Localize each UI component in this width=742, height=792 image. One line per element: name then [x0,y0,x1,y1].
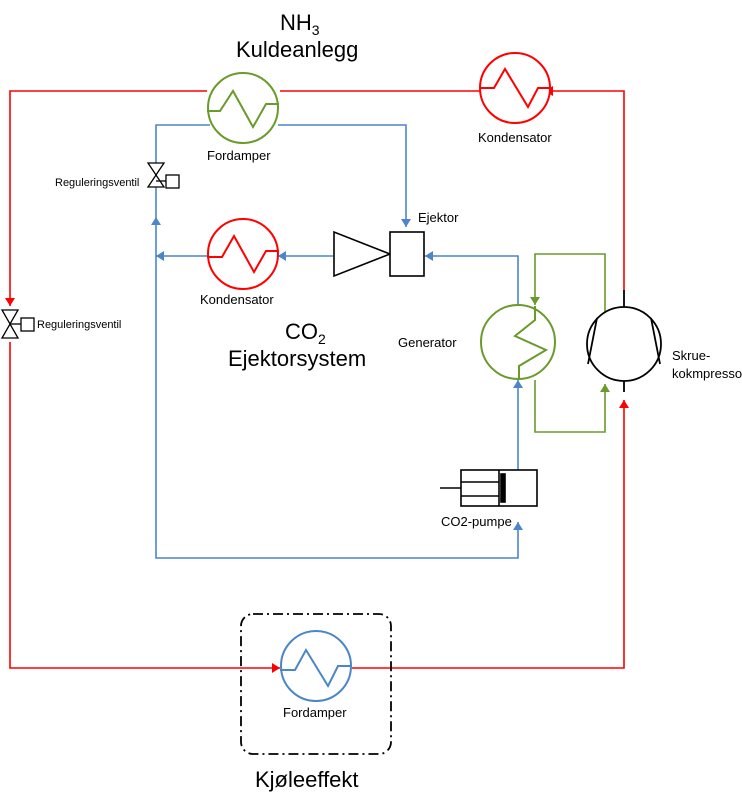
pump-piston [500,473,506,503]
compressor-label-2: kokmpressor [672,366,742,381]
zigzag [207,89,279,130]
ejektor [333,230,425,278]
zigzag [207,233,279,275]
green-line-bottom [534,380,606,433]
co2-formula: CO [285,319,318,344]
compressor-label-1: Skrue- [672,348,710,363]
reguleringsventil-co2 [146,162,180,189]
ejektor-label: Ejektor [418,210,459,225]
nh3-arrows [5,86,629,673]
co2-line-fordamper-right [278,124,407,227]
arrow-icon [600,384,610,392]
generator-label: Generator [398,335,457,350]
valve-co2-label: Reguleringsventil [55,177,139,189]
kondensator-top [479,52,551,124]
co2-pumpe [440,469,538,507]
arrow-icon [401,219,411,227]
zigzag [513,306,549,380]
screw-compressor-icon [586,306,662,382]
nh3-loop [9,90,625,669]
arrow-icon [513,522,523,530]
co2-arrows [151,217,523,530]
fordamper-top [207,72,279,144]
co2-loop [155,124,519,559]
arrow-icon [278,251,286,261]
fordamper-bottom [280,630,352,702]
green-arrows [530,297,610,392]
pump-label: CO2-pumpe [441,514,512,529]
kondensator-top-label: Kondensator [478,130,552,145]
nh3-name: Kuldeanlegg [236,37,358,62]
arrow-icon [272,663,280,673]
valve-icon-lower [0,322,20,339]
green-line-top [534,253,606,312]
skrue-kompressor [586,290,662,392]
co2-name: Ejektorsystem [228,346,366,371]
fordamper-top-label: Fordamper [207,148,271,163]
valve-actuator [165,174,180,189]
generator-loop [534,253,606,433]
nh3-line-left-down [9,342,280,669]
reguleringsventil-nh3 [0,309,35,339]
arrow-icon [530,297,540,305]
arrow-icon [513,380,523,388]
cooling-title: Kjøleeffekt [255,767,359,792]
nh3-title: NH3 [280,10,320,38]
kondensator-co2-label: Kondensator [200,292,274,307]
co2-title: CO2 [285,319,326,347]
fordamper-bottom-label: Fordamper [283,705,347,720]
zigzag [480,67,551,110]
valve-actuator [20,317,35,332]
co2-line-fordamper-left [155,124,210,165]
ejektor-box [389,231,425,277]
valve-icon [0,309,20,326]
arrow-icon [425,251,433,261]
kondensator-co2 [207,218,279,290]
arrow-icon [619,400,629,408]
kjoleeffekt-box [240,613,392,755]
co2-line-left-main [155,175,519,559]
nh3-subscript: 3 [312,22,320,38]
valve-icon [146,162,166,177]
arrow-icon [5,298,15,306]
ejector-icon [333,230,393,278]
valve-nh3-label: Reguleringsventil [37,319,121,331]
co2-subscript: 2 [318,331,326,347]
zigzag [280,648,352,689]
nh3-line-right-up [553,90,625,290]
nh3-line-top-left [9,90,207,306]
generator [480,304,556,380]
nh3-line-bottom-right [352,400,625,669]
arrow-icon [156,251,164,261]
arrow-icon [151,217,161,225]
co2-line-generator-ejektor [425,255,519,306]
compressor-line-a [587,317,598,365]
compressor-line-b [650,317,661,365]
nh3-formula: NH [280,10,312,35]
